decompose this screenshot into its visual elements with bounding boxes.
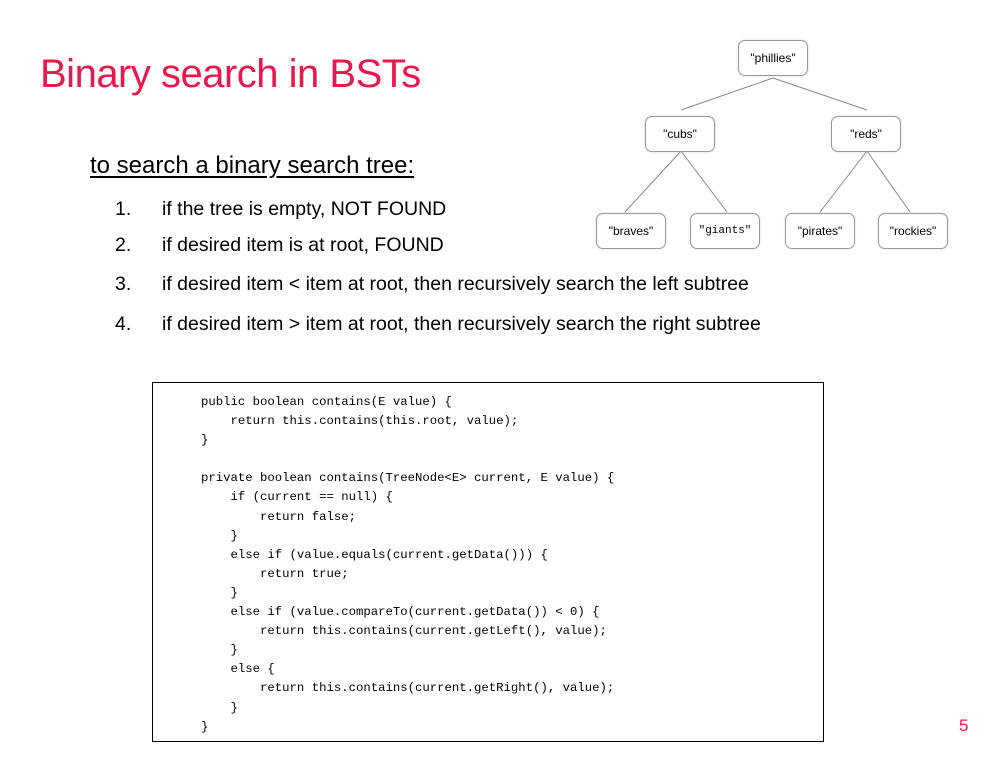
step-number: 1. — [115, 198, 132, 220]
step-number: 2. — [115, 234, 132, 256]
tree-node-left-left: "braves" — [596, 213, 666, 249]
step-text: if desired item < item at root, then rec… — [162, 273, 749, 295]
step-number: 4. — [115, 313, 132, 335]
tree-node-left-right: "giants" — [690, 213, 760, 249]
code-box: public boolean contains(E value) { retur… — [152, 382, 824, 742]
tree-node-right: "reds" — [831, 116, 901, 152]
tree-edges — [624, 77, 911, 213]
tree-node-left: "cubs" — [645, 116, 715, 152]
edge-left-left — [624, 150, 682, 213]
slide-title: Binary search in BSTs — [40, 52, 421, 96]
tree-node-right-left: "pirates" — [785, 213, 855, 249]
step-text: if desired item is at root, FOUND — [162, 234, 444, 256]
edge-right-right — [866, 150, 911, 213]
page-number: 5 — [959, 716, 969, 735]
step-text: if the tree is empty, NOT FOUND — [162, 198, 447, 220]
edge-root-right — [772, 77, 868, 111]
step-number: 3. — [115, 273, 132, 295]
code-listing: public boolean contains(E value) { retur… — [201, 395, 615, 734]
step-text: if desired item > item at root, then rec… — [162, 313, 761, 335]
edge-root-left — [680, 77, 774, 111]
edge-left-right — [680, 150, 728, 213]
bst-diagram: "phillies" "cubs" "reds" "braves" "giant… — [580, 30, 990, 270]
edge-right-left — [819, 150, 868, 213]
subheading: to search a binary search tree: — [90, 152, 415, 179]
tree-node-right-right: "rockies" — [878, 213, 948, 249]
tree-node-root: "phillies" — [738, 40, 808, 76]
